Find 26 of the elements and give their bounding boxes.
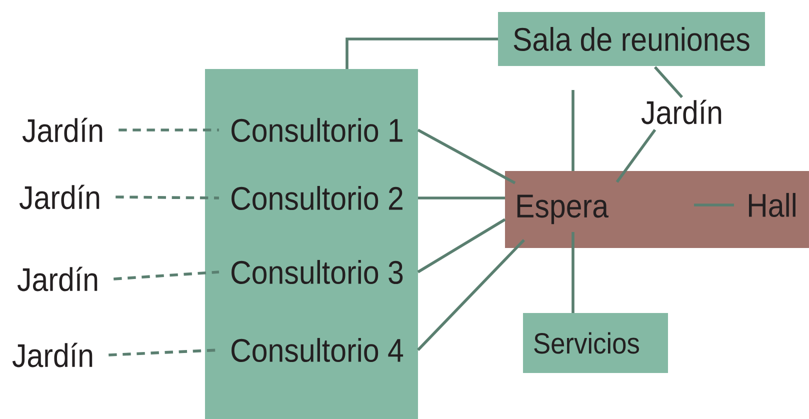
room-label: Consultorio 2 <box>232 186 402 210</box>
connector-line <box>417 218 506 274</box>
text-label: Jardín <box>19 184 100 210</box>
text-label: Jardín <box>641 100 722 124</box>
room-label: Consultorio 1 <box>232 118 402 142</box>
room-box: Sala de reuniones <box>498 12 765 66</box>
dashed-line <box>114 270 220 280</box>
connector-line <box>616 128 656 183</box>
dashed-line <box>118 128 219 132</box>
text-label: Jardín <box>12 342 92 368</box>
room-block <box>205 69 418 419</box>
text-label: Jardín <box>22 118 102 142</box>
text-label: Jardín <box>17 266 98 292</box>
dashed-line <box>116 196 220 200</box>
connector-line <box>417 239 525 351</box>
connector-line <box>654 66 684 98</box>
room-label: Hall <box>749 192 796 218</box>
connector-line <box>417 128 516 184</box>
connector-line <box>572 90 574 171</box>
room-box: Servicios <box>523 313 668 373</box>
connector-line <box>572 232 574 313</box>
connector-line <box>694 204 734 206</box>
room-label: Consultorio 3 <box>232 260 403 284</box>
connector-line <box>346 38 498 69</box>
connector-line <box>418 196 505 200</box>
room-label: Consultorio 4 <box>232 338 404 362</box>
